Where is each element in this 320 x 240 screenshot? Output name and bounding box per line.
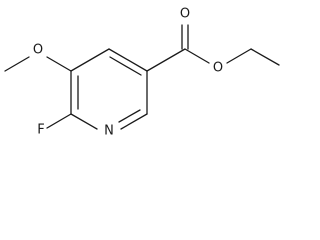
bond-methoxy-o-ring — [46, 56, 72, 72]
nitrogen-label: N — [104, 124, 114, 139]
bond-ether-o-ch2 — [226, 48, 252, 64]
bond-ring-carbonyl-c — [146, 48, 186, 72]
bond-ch2-ch3 — [250, 48, 280, 66]
ring-bond-c5-c4 — [70, 48, 110, 72]
ester-oxygen-label: O — [213, 61, 223, 76]
methoxy-oxygen-label: O — [33, 43, 43, 58]
ring-bond-n-c6 — [70, 113, 98, 130]
ring-bond-c4-c3-inner — [109, 56, 142, 76]
bond-carbonyl-c-ether-o — [184, 48, 210, 64]
ring-bond-c4-c3 — [108, 48, 148, 72]
ring-bond-c2-n — [120, 113, 148, 130]
fluorine-label: F — [37, 123, 44, 138]
ring-bond-c2-n-inner — [118, 109, 141, 123]
chemical-structure: O O O F N — [4, 7, 280, 139]
bond-c6-fluorine — [46, 113, 72, 129]
carbonyl-oxygen-label: O — [180, 7, 190, 22]
bond-methyl-methoxy-o — [4, 56, 30, 72]
